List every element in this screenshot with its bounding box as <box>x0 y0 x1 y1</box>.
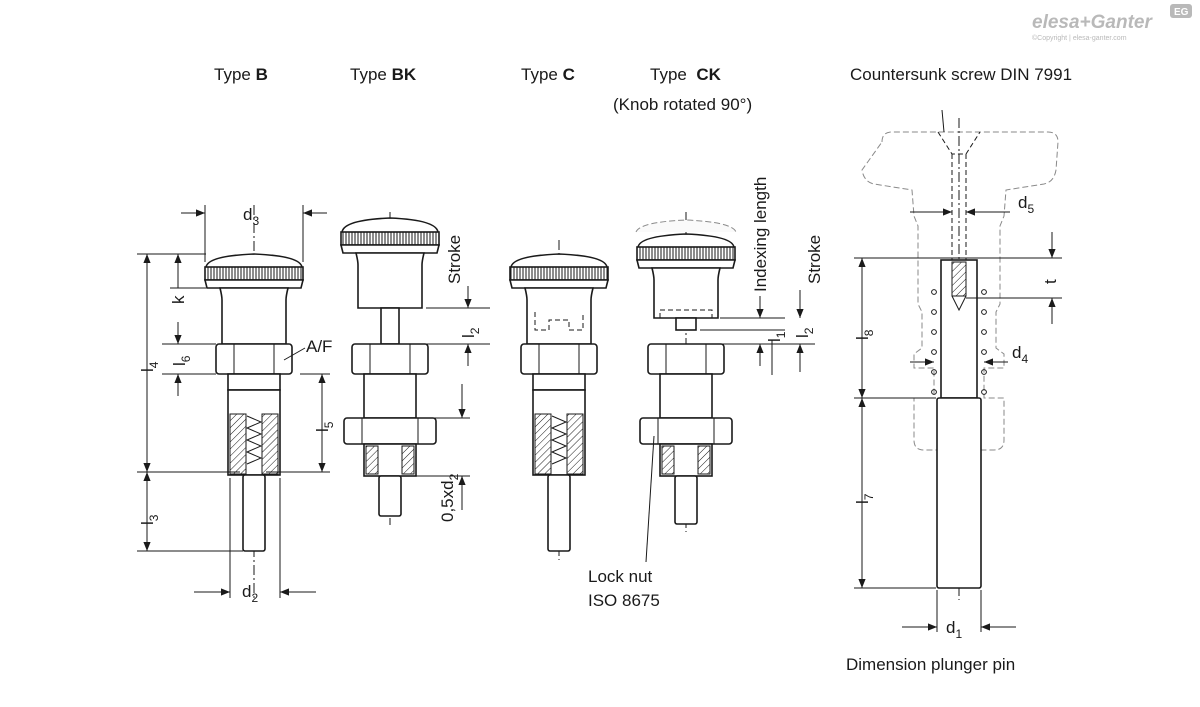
dim-l2-bk: l2 <box>459 327 482 338</box>
drawing-countersunk-screw: d5 t l8 d4 l7 d1 Dimension plunger pin <box>846 109 1062 674</box>
dim-d4: d4 <box>1012 343 1028 366</box>
brand-logo: elesa+Ganter ©Copyright | elesa-ganter.c… <box>1032 4 1192 42</box>
drawing-type-ck: Indexing length l1 Stroke l2 Lock nut IS… <box>588 177 824 610</box>
brand-wordmark: elesa+Ganter <box>1032 12 1153 33</box>
drawing-type-c <box>508 240 610 560</box>
heading-countersunk-screw: Countersunk screw DIN 7991 <box>850 65 1072 84</box>
dim-t: t <box>1041 279 1060 284</box>
dim-indexing-length: Indexing length <box>751 177 770 292</box>
dim-l5: l5 <box>313 421 336 432</box>
dim-l1: l1 <box>765 331 788 342</box>
brand-copyright: ©Copyright | elesa-ganter.com <box>1032 34 1127 42</box>
dim-l7: l7 <box>853 493 876 504</box>
heading-type-ck: Type CK <box>650 65 722 84</box>
dim-stroke-ck: Stroke <box>805 235 824 284</box>
brand-badge: EG <box>1174 7 1189 18</box>
label-lock-nut-standard: ISO 8675 <box>588 591 660 610</box>
dim-d5: d5 <box>1018 193 1034 216</box>
dim-l2-ck: l2 <box>793 327 816 338</box>
dim-l3: l3 <box>138 514 161 525</box>
dim-l8: l8 <box>853 329 876 340</box>
dim-l6: l6 <box>170 355 193 366</box>
brand-badge-icon <box>1170 4 1192 18</box>
dim-d1: d1 <box>946 618 962 641</box>
heading-type-ck-note: (Knob rotated 90°) <box>613 95 752 114</box>
dim-half-d2: 0,5xd2 <box>438 473 461 522</box>
caption-plunger-pin: Dimension plunger pin <box>846 655 1015 674</box>
heading-type-b: Type B <box>214 65 268 84</box>
dim-stroke-bk: Stroke <box>445 235 464 284</box>
dim-af: A/F <box>306 337 332 356</box>
label-lock-nut: Lock nut <box>588 567 653 586</box>
drawing-type-b: d3 k l4 l6 l3 l5 A/F d2 <box>137 205 336 605</box>
heading-type-c: Type C <box>521 65 575 84</box>
dim-d3: d3 <box>243 205 259 228</box>
dim-d2: d2 <box>242 582 258 605</box>
heading-type-bk: Type BK <box>350 65 417 84</box>
dim-k: k <box>169 295 188 304</box>
dim-l4: l4 <box>138 361 161 372</box>
drawing-type-bk: Stroke l2 0,5xd2 <box>339 212 490 525</box>
